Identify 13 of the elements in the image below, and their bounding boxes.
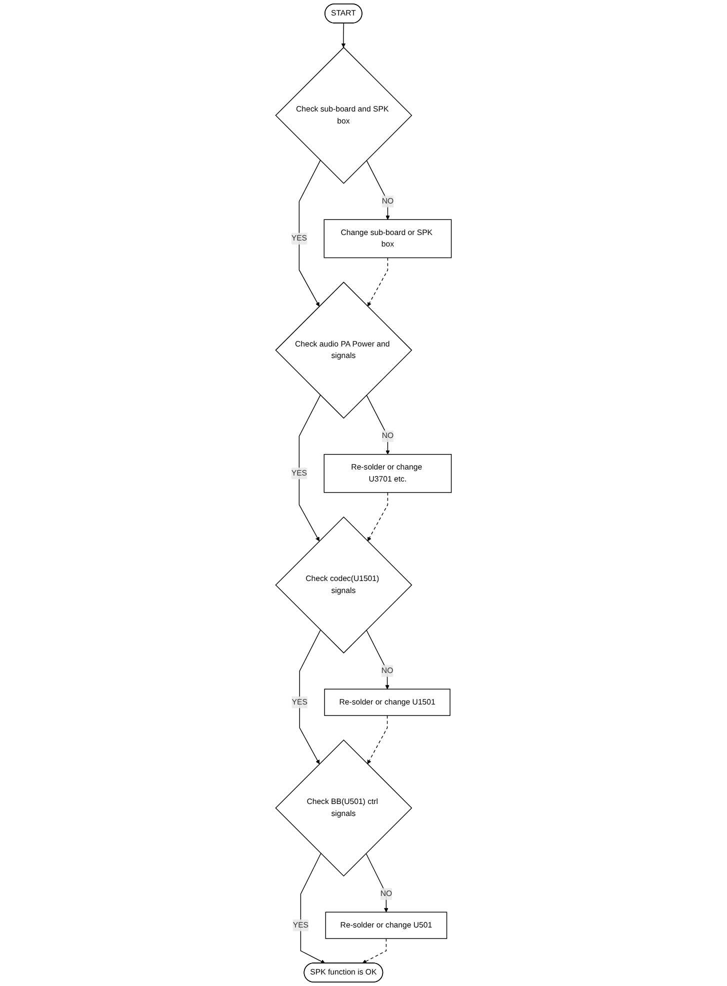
- arrow: [299, 630, 321, 764]
- arrow: [366, 394, 390, 455]
- arrow: [298, 160, 321, 307]
- arrow: [366, 853, 388, 912]
- arrow: [366, 160, 390, 220]
- arrow: [362, 938, 387, 964]
- arrow: [298, 394, 321, 542]
- arrow: [367, 257, 388, 307]
- arrow: [366, 630, 390, 690]
- arrow: [300, 853, 326, 964]
- arrow: [341, 22, 346, 48]
- arrow: [367, 715, 388, 764]
- arrow: [367, 492, 388, 542]
